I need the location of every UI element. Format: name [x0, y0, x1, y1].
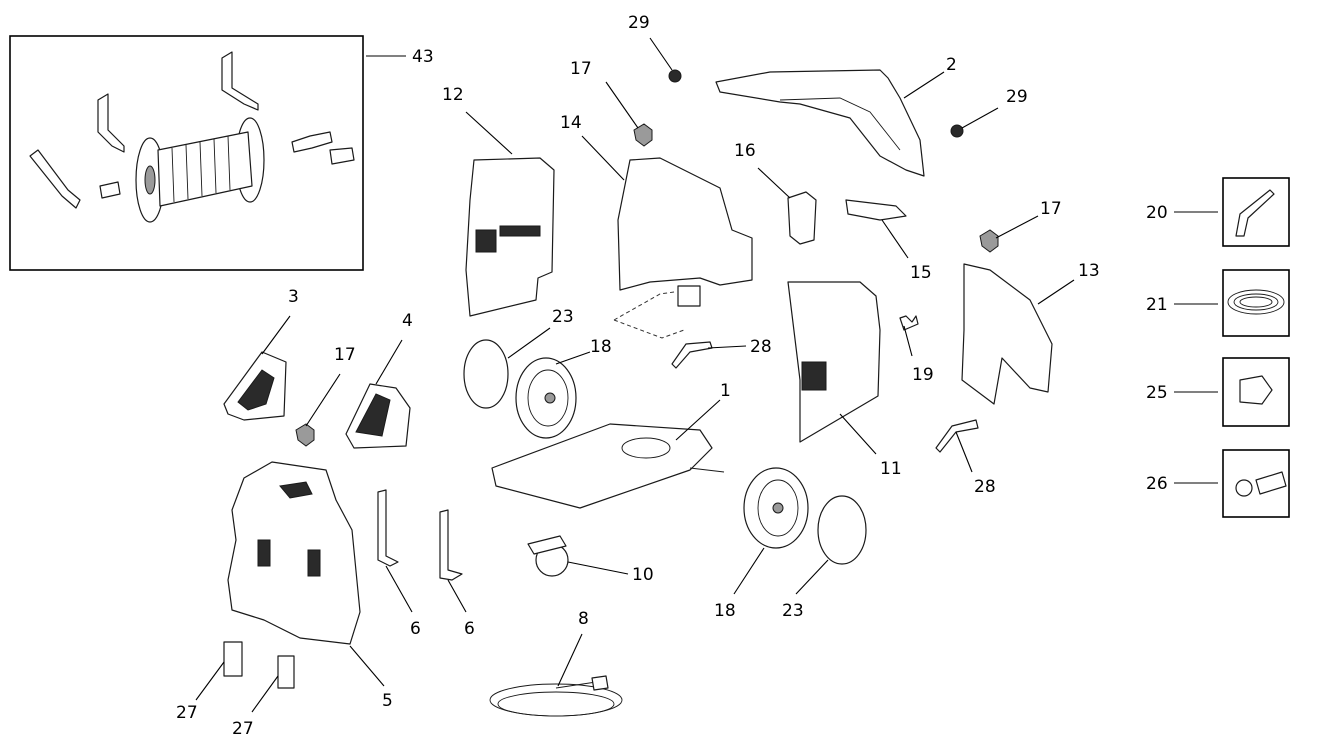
reel-inlet-hose — [29, 149, 81, 209]
callout-12: 12 — [442, 85, 464, 105]
callout-17-top: 17 — [570, 59, 592, 79]
callout-23-top: 23 — [552, 307, 574, 327]
callout-15: 15 — [910, 263, 932, 283]
callout-27-left: 27 — [176, 703, 198, 723]
part-26-coupler — [1235, 479, 1253, 497]
part-5-body — [227, 461, 361, 645]
part-6-rail-b — [439, 509, 463, 581]
part-28-probe-a — [671, 341, 713, 369]
callout-20: 20 — [1146, 203, 1168, 223]
callout-26: 26 — [1146, 474, 1168, 494]
reel-bracket-left — [97, 93, 125, 153]
callout-23-bottom: 23 — [782, 601, 804, 621]
reel-crank-grip — [329, 147, 355, 165]
reel-hose-coil — [157, 131, 253, 207]
part-14-cover — [617, 157, 753, 291]
part-25-nozzle — [1239, 375, 1273, 405]
callout-leaders — [195, 37, 1218, 713]
callout-28-right: 28 — [974, 477, 996, 497]
part-6-rail-a — [377, 489, 399, 567]
part-27-clip-b — [277, 655, 295, 689]
callout-1: 1 — [720, 381, 731, 401]
part-25-box — [1222, 357, 1290, 427]
part-21-box — [1222, 269, 1290, 337]
callout-19: 19 — [912, 365, 934, 385]
part-17-knob-a — [633, 123, 653, 147]
callout-27-right: 27 — [232, 719, 254, 739]
hose-reel-kit-frame — [9, 35, 364, 271]
part-16-bracket — [787, 191, 817, 245]
callout-6-left: 6 — [410, 619, 421, 639]
part-29-knob-a — [668, 69, 682, 83]
callout-2: 2 — [946, 55, 957, 75]
callout-labels: 43 29 2 29 17 14 12 16 15 17 13 20 21 25… — [176, 13, 1168, 739]
callout-29-top: 29 — [628, 13, 650, 33]
part-13-cover — [961, 263, 1053, 405]
part-11-cover — [787, 281, 881, 443]
callout-18-bottom: 18 — [714, 601, 736, 621]
callout-16: 16 — [734, 141, 756, 161]
callout-11: 11 — [880, 459, 902, 479]
part-29-knob-b — [950, 124, 964, 138]
callout-13: 13 — [1078, 261, 1100, 281]
part-23-cap-a — [463, 339, 509, 409]
part-23-cap-b — [817, 495, 867, 565]
part-mount-block — [677, 285, 701, 307]
callout-17-left: 17 — [334, 345, 356, 365]
part-17-knob-b — [979, 229, 999, 253]
part-2-handle — [715, 69, 925, 177]
callout-18-top: 18 — [590, 337, 612, 357]
hose-reel-kit-parts — [29, 51, 355, 223]
part-12-panel — [465, 157, 555, 317]
callout-4: 4 — [402, 311, 413, 331]
callout-8: 8 — [578, 609, 589, 629]
callout-5: 5 — [382, 691, 393, 711]
callout-6-right: 6 — [464, 619, 475, 639]
callout-28-left: 28 — [750, 337, 772, 357]
part-20-wand — [1235, 189, 1275, 237]
callout-10: 10 — [632, 565, 654, 585]
part-27-clip-a — [223, 641, 243, 677]
part-17-knob-c — [295, 423, 315, 447]
reel-bracket-right — [221, 51, 259, 111]
callout-3: 3 — [288, 287, 299, 307]
part-26-box — [1222, 449, 1290, 518]
reel-coupler — [99, 181, 121, 199]
reel-crank — [291, 131, 333, 153]
part-21-hose — [1227, 289, 1285, 315]
callout-43: 43 — [412, 47, 434, 67]
part-28-probe-b — [935, 419, 979, 453]
part-1-base — [491, 423, 713, 509]
callout-17-right: 17 — [1040, 199, 1062, 219]
callout-25: 25 — [1146, 383, 1168, 403]
callout-29-right: 29 — [1006, 87, 1028, 107]
part-20-box — [1222, 177, 1290, 247]
callout-14: 14 — [560, 113, 582, 133]
part-19-clip — [899, 315, 919, 331]
part-15-clip — [845, 199, 907, 221]
callout-21: 21 — [1146, 295, 1168, 315]
